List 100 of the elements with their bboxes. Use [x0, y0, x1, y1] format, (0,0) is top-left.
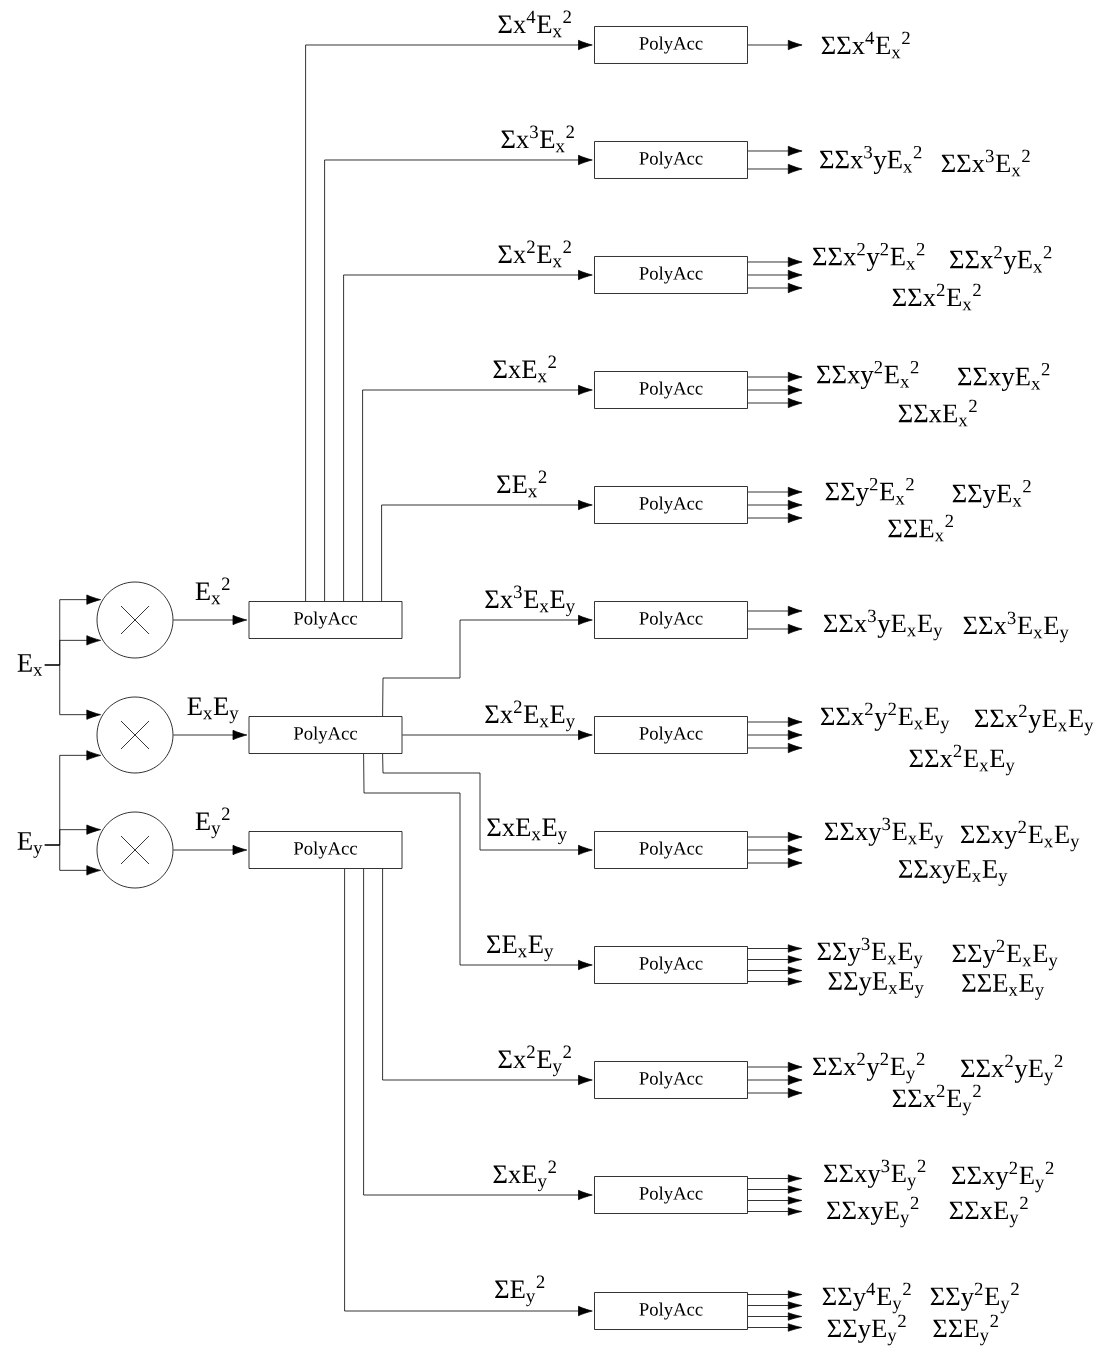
arrow — [747, 1323, 803, 1332]
arrow — [382, 753, 593, 856]
output-label: ΣΣx$^{2}$E$_{y}$2 — [892, 1084, 981, 1116]
output-label: ΣΣy$^{2}$E$_{x}$2 — [825, 477, 914, 507]
arrow — [44, 844, 101, 876]
output-label: ΣΣx$^{3}$E$_{x}$E$_{y}$ — [963, 611, 1069, 643]
arrow — [747, 623, 803, 635]
output-label: ΣΣx$^{2}$yE$_{x}$2 — [950, 245, 1052, 275]
multiplier-circle — [96, 811, 174, 889]
output-label: ΣΣy$^{2}$E$_{x}$E$_{y}$ — [952, 939, 1058, 971]
output-label: ΣΣx$^{2}$y$^{2}$E$_{x}$E$_{y}$ — [820, 702, 950, 734]
arrow — [747, 397, 803, 409]
arrow — [747, 944, 803, 953]
process-box: PolyAcc — [594, 601, 748, 639]
arrow — [363, 753, 593, 971]
output-label: ΣΣyE$_{y}$2 — [827, 1314, 906, 1346]
arrow — [747, 857, 803, 869]
arrow — [343, 269, 593, 602]
edge-label: ΣxE$_{x}$E$_{y}$ — [487, 818, 567, 845]
arrow — [747, 1074, 803, 1086]
output-label: ΣΣx$^{2}$yE$_{x}$E$_{y}$ — [974, 704, 1094, 736]
arrow — [747, 1196, 803, 1205]
process-box: PolyAcc — [248, 716, 403, 754]
output-label: ΣΣx$^{2}$y$^{2}$E$_{y}$2 — [813, 1052, 925, 1084]
arrow — [747, 966, 803, 975]
input-label: E$_{y}$ — [17, 832, 43, 858]
arrow — [747, 1290, 803, 1299]
edge-label: ΣE$_{y}$2 — [495, 1275, 545, 1307]
process-box: PolyAcc — [594, 946, 748, 984]
process-box: PolyAcc — [594, 831, 748, 869]
output-label: ΣΣxyE$_{x}$2 — [958, 362, 1050, 392]
arrow — [747, 256, 803, 268]
edge-label: ΣxE$_{x}$2 — [493, 355, 556, 383]
output-label: ΣΣxyE$_{y}$2 — [827, 1196, 919, 1228]
process-box: PolyAcc — [248, 831, 403, 869]
process-box: PolyAcc — [594, 371, 748, 409]
edge-label: ΣxE$_{y}$2 — [493, 1160, 556, 1192]
output-label: ΣΣE$_{x}$2 — [888, 514, 953, 542]
arrow — [324, 154, 593, 602]
process-box: PolyAcc — [594, 486, 748, 524]
edge-label: ΣE$_{x}$2 — [497, 470, 547, 498]
output-label: ΣΣy$^{2}$E$_{y}$2 — [930, 1282, 1019, 1314]
arrow — [381, 499, 593, 602]
output-label: ΣΣxyE$_{x}$E$_{y}$ — [898, 860, 1008, 886]
arrow — [747, 729, 803, 741]
arrow — [747, 1174, 803, 1183]
edge-label: ΣE$_{x}$E$_{y}$ — [487, 935, 554, 962]
arrow — [747, 486, 803, 498]
output-label: ΣΣx$^{3}$yE$_{x}$E$_{y}$ — [823, 609, 943, 641]
arrow — [747, 1312, 803, 1321]
arrow — [747, 742, 803, 754]
edge-label: E$_{y}$2 — [195, 807, 230, 839]
arrow — [747, 1301, 803, 1310]
output-label: ΣΣy$^{3}$E$_{x}$E$_{y}$ — [817, 937, 923, 969]
process-box: PolyAcc — [594, 26, 748, 64]
arrow — [747, 605, 803, 617]
edge-label: E$_{x}$2 — [195, 577, 230, 605]
arrow — [747, 977, 803, 986]
arrow — [402, 729, 593, 741]
process-box: PolyAcc — [248, 601, 403, 639]
multiplier-circle — [96, 581, 174, 659]
arrow — [747, 831, 803, 843]
arrow — [44, 664, 101, 720]
output-label: ΣΣx$^{2}$y$^{2}$E$_{x}$2 — [813, 242, 925, 272]
edge-label: Σx$^{3}$E$_{x}$E$_{y}$ — [485, 585, 575, 617]
arrow — [173, 614, 248, 626]
output-label: ΣΣx$^{4}$E$_{x}$2 — [821, 31, 910, 59]
arrow — [173, 729, 248, 741]
arrow — [747, 1207, 803, 1216]
arrow — [747, 716, 803, 728]
edge-label: Σx$^{4}$E$_{x}$2 — [498, 10, 571, 38]
arrow — [173, 844, 248, 856]
output-label: ΣΣxy$^{2}$E$_{x}$E$_{y}$ — [960, 820, 1080, 852]
arrow — [747, 371, 803, 383]
process-box: PolyAcc — [594, 256, 748, 294]
arrow — [747, 282, 803, 294]
arrow — [382, 868, 593, 1086]
arrow — [362, 384, 593, 602]
output-label: ΣΣyE$_{x}$E$_{y}$ — [828, 972, 924, 998]
arrow — [747, 145, 803, 157]
output-label: ΣΣxE$_{x}$2 — [898, 399, 977, 427]
output-label: ΣΣxy$^{3}$E$_{y}$2 — [824, 1159, 926, 1191]
edge-label: Σx$^{3}$E$_{x}$2 — [501, 125, 574, 153]
output-label: ΣΣE$_{y}$2 — [933, 1314, 998, 1346]
multiplier-circle — [96, 696, 174, 774]
output-label: ΣΣx$^{3}$E$_{x}$2 — [941, 149, 1030, 177]
arrow — [747, 844, 803, 856]
edge-label: Σx$^{2}$E$_{x}$E$_{y}$ — [485, 700, 575, 732]
arrow — [747, 1087, 803, 1099]
edge-label: E$_{x}$E$_{y}$ — [187, 697, 239, 724]
arrow — [747, 499, 803, 511]
output-label: ΣΣx$^{2}$E$_{x}$2 — [892, 283, 981, 311]
process-box: PolyAcc — [594, 1176, 748, 1214]
arrow — [747, 955, 803, 964]
output-label: ΣΣxE$_{y}$2 — [949, 1196, 1028, 1228]
output-label: ΣΣy$^{4}$E$_{y}$2 — [822, 1282, 911, 1314]
output-label: ΣΣx$^{3}$yE$_{x}$2 — [820, 145, 922, 175]
output-label: ΣΣxy$^{3}$E$_{x}$E$_{y}$ — [824, 817, 944, 849]
arrow — [747, 512, 803, 524]
arrow — [747, 269, 803, 281]
